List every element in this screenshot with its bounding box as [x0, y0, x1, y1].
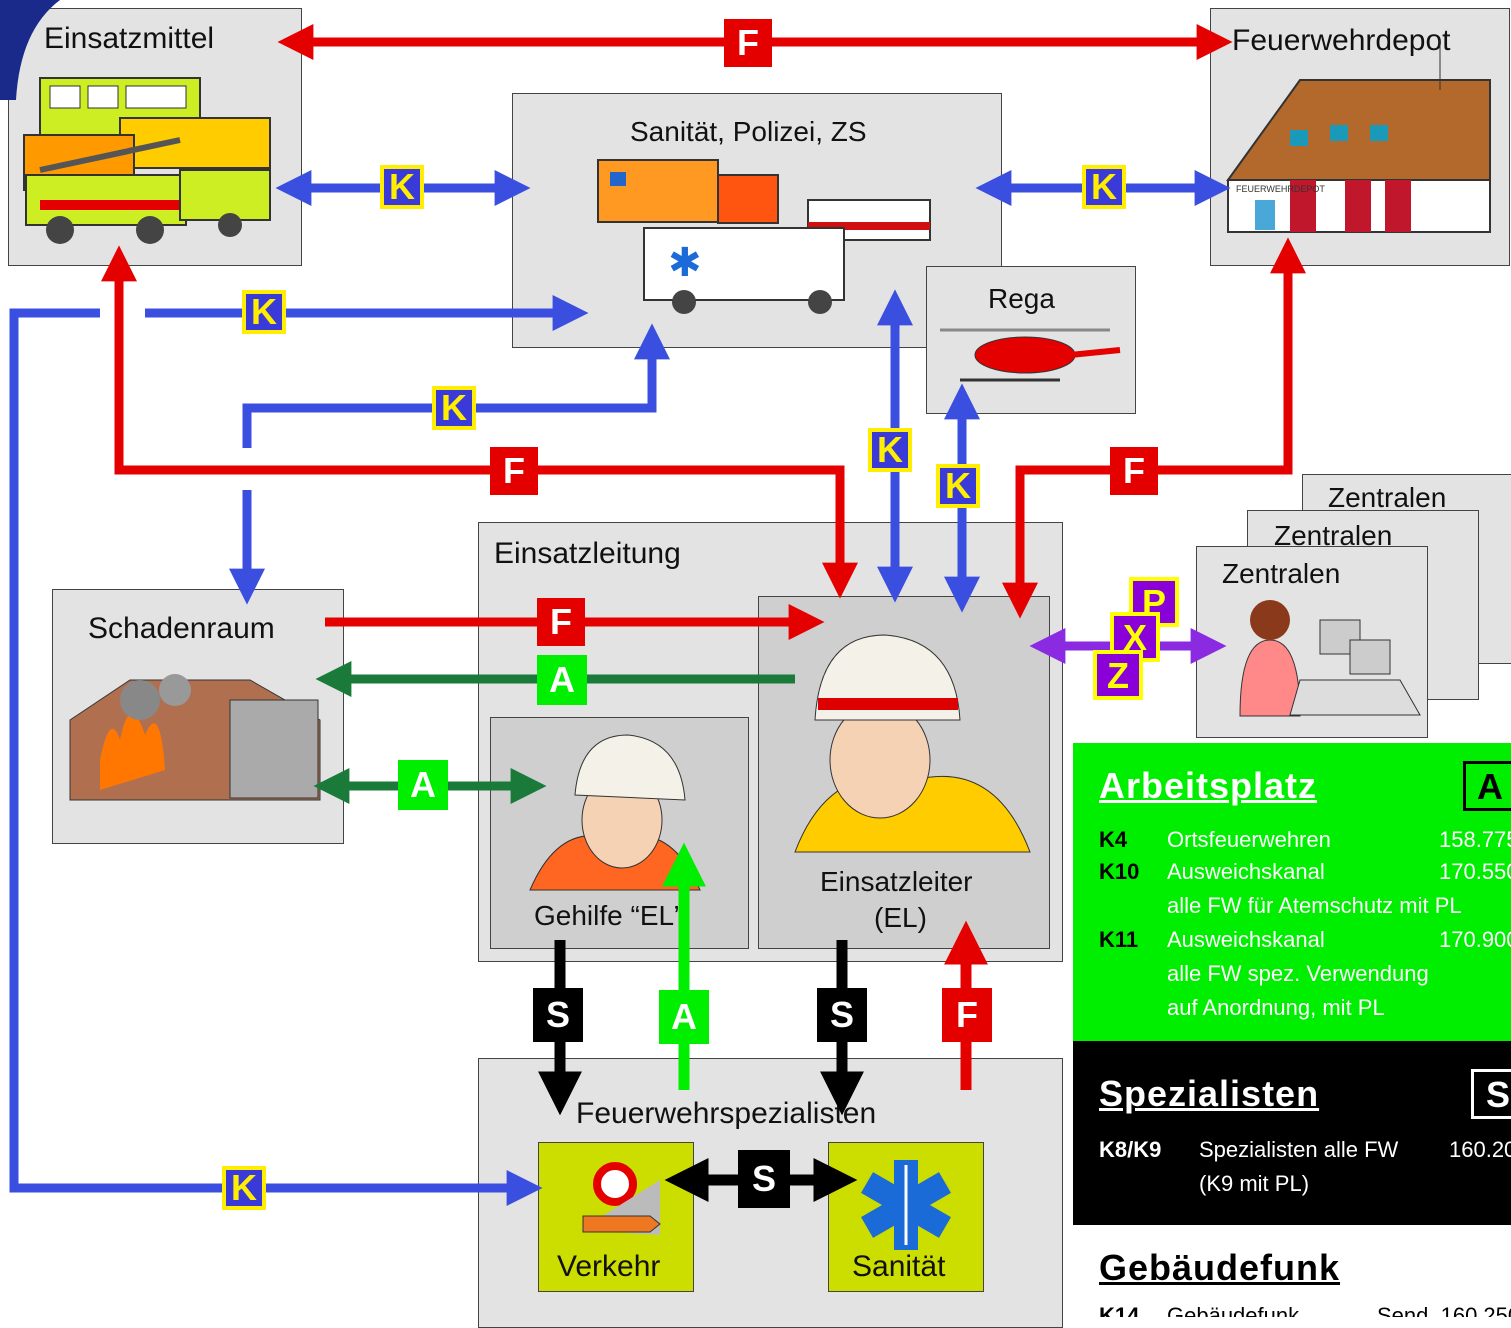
gebaeudefunk-row-freq: Send. 160.250	[1377, 1303, 1511, 1317]
tag-f-schaden-el: F	[537, 598, 585, 646]
tag-f-loop: F	[490, 447, 538, 495]
sanitaet-polizei-label: Sanität, Polizei, ZS	[630, 116, 867, 147]
tag-k-rega-el: K	[936, 464, 980, 508]
spezialisten-row-label: (K9 mit PL)	[1199, 1171, 1310, 1196]
einsatzmittel-label: Einsatzmittel	[44, 22, 215, 55]
panel-spezialisten: Spezialisten S K8/K9 Spezialisten alle F…	[1073, 1041, 1511, 1225]
einsatzleiter-label: Einsatzleiter	[820, 866, 973, 897]
corner-decoration	[0, 0, 60, 100]
tag-s-gehilfe: S	[533, 988, 583, 1042]
tag-f-up: F	[942, 988, 992, 1042]
gebaeudefunk-title: Gebäudefunk	[1099, 1247, 1341, 1288]
arbeitsplatz-row-label: alle FW spez. Verwendung	[1167, 961, 1429, 986]
sanitaet-spez-label: Sanität	[852, 1250, 946, 1283]
tag-k-em-san: K	[380, 165, 424, 209]
tag-k-loop-bottom: K	[222, 1166, 266, 1210]
arbeitsplatz-row-freq: 170.900	[1439, 927, 1511, 952]
arrow-f-loop	[101, 245, 858, 599]
arbeitsplatz-row-freq: 170.550	[1439, 859, 1511, 884]
zentralen-label-3: Zentralen	[1328, 482, 1447, 513]
helicopter-illustration	[940, 328, 1121, 382]
arbeitsplatz-row-label: Ausweichskanal	[1167, 859, 1325, 884]
verkehr-icon	[580, 1162, 661, 1235]
gehilfe-label: Gehilfe “EL”	[534, 900, 684, 931]
zentralen-illustration	[1239, 600, 1421, 717]
spezialisten-row-freq: 160.20	[1449, 1137, 1511, 1162]
schadenraum-label: Schadenraum	[88, 612, 275, 645]
tag-k-san-depot: K	[1082, 165, 1126, 209]
tag-f-top: F	[724, 19, 772, 67]
burning-house-illustration	[69, 674, 321, 801]
arrow-f-depot-el	[1002, 237, 1306, 619]
arbeitsplatz-row-label: auf Anordnung, mit PL	[1167, 995, 1385, 1020]
gehilfe-illustration	[529, 734, 701, 891]
gebaeudefunk-row-label: Gebäudefunk	[1167, 1303, 1300, 1317]
fire-depot-illustration: FEUERWEHRDEPOT	[1226, 40, 1491, 233]
verkehr-label: Verkehr	[557, 1250, 661, 1283]
arbeitsplatz-row-label: Ortsfeuerwehren	[1167, 827, 1331, 852]
tag-k-san-el: K	[868, 428, 912, 472]
tag-a-schaden-gehilfe: A	[398, 760, 448, 810]
arrow-k-loop	[9, 308, 543, 1206]
tag-s-spez: S	[738, 1150, 790, 1208]
tag-f-depot-el: F	[1110, 447, 1158, 495]
einsatzleiter-illustration	[794, 634, 1031, 853]
spezialisten-title: Spezialisten	[1099, 1073, 1320, 1114]
gebaeudefunk-row-code: K14	[1099, 1303, 1140, 1317]
svg-text:✱: ✱	[668, 240, 702, 286]
svg-text:FEUERWEHRDEPOT: FEUERWEHRDEPOT	[1236, 184, 1325, 194]
fire-vehicles-illustration	[23, 77, 271, 244]
panel-arbeitsplatz: Arbeitsplatz A K4 Ortsfeuerwehren 158.77…	[1073, 743, 1511, 1041]
tag-z: Z	[1093, 650, 1143, 700]
spezialisten-badge: S	[1471, 1069, 1511, 1119]
tag-s-el: S	[817, 988, 867, 1042]
arbeitsplatz-row-label: Ausweichskanal	[1167, 927, 1325, 952]
tag-a-up: A	[659, 990, 709, 1044]
arbeitsplatz-row: K10	[1099, 859, 1140, 884]
arbeitsplatz-row-label: alle FW für Atemschutz mit PL	[1167, 893, 1462, 918]
spezialisten-row-code: K8/K9	[1099, 1137, 1162, 1162]
panel-gebaeudefunk: Gebäudefunk K14 Gebäudefunk Send. 160.25…	[1073, 1225, 1511, 1317]
tag-k-loop-top: K	[242, 290, 286, 334]
arbeitsplatz-title: Arbeitsplatz	[1099, 765, 1318, 806]
rescue-vehicles-illustration: ✱	[597, 159, 931, 314]
star-of-life-icon	[861, 1160, 951, 1250]
arbeitsplatz-row: K4	[1099, 827, 1128, 852]
tag-k-branch: K	[432, 386, 476, 430]
arbeitsplatz-row-freq: 158.775	[1439, 827, 1511, 852]
feuerwehrdepot-label: Feuerwehrdepot	[1232, 24, 1451, 57]
arbeitsplatz-badge: A	[1463, 761, 1511, 811]
einsatzleiter-abbrev: (EL)	[874, 902, 927, 933]
spezialisten-row-label: Spezialisten alle FW	[1199, 1137, 1399, 1162]
arbeitsplatz-row: K11	[1099, 927, 1139, 952]
tag-a-el-schaden: A	[537, 655, 587, 705]
